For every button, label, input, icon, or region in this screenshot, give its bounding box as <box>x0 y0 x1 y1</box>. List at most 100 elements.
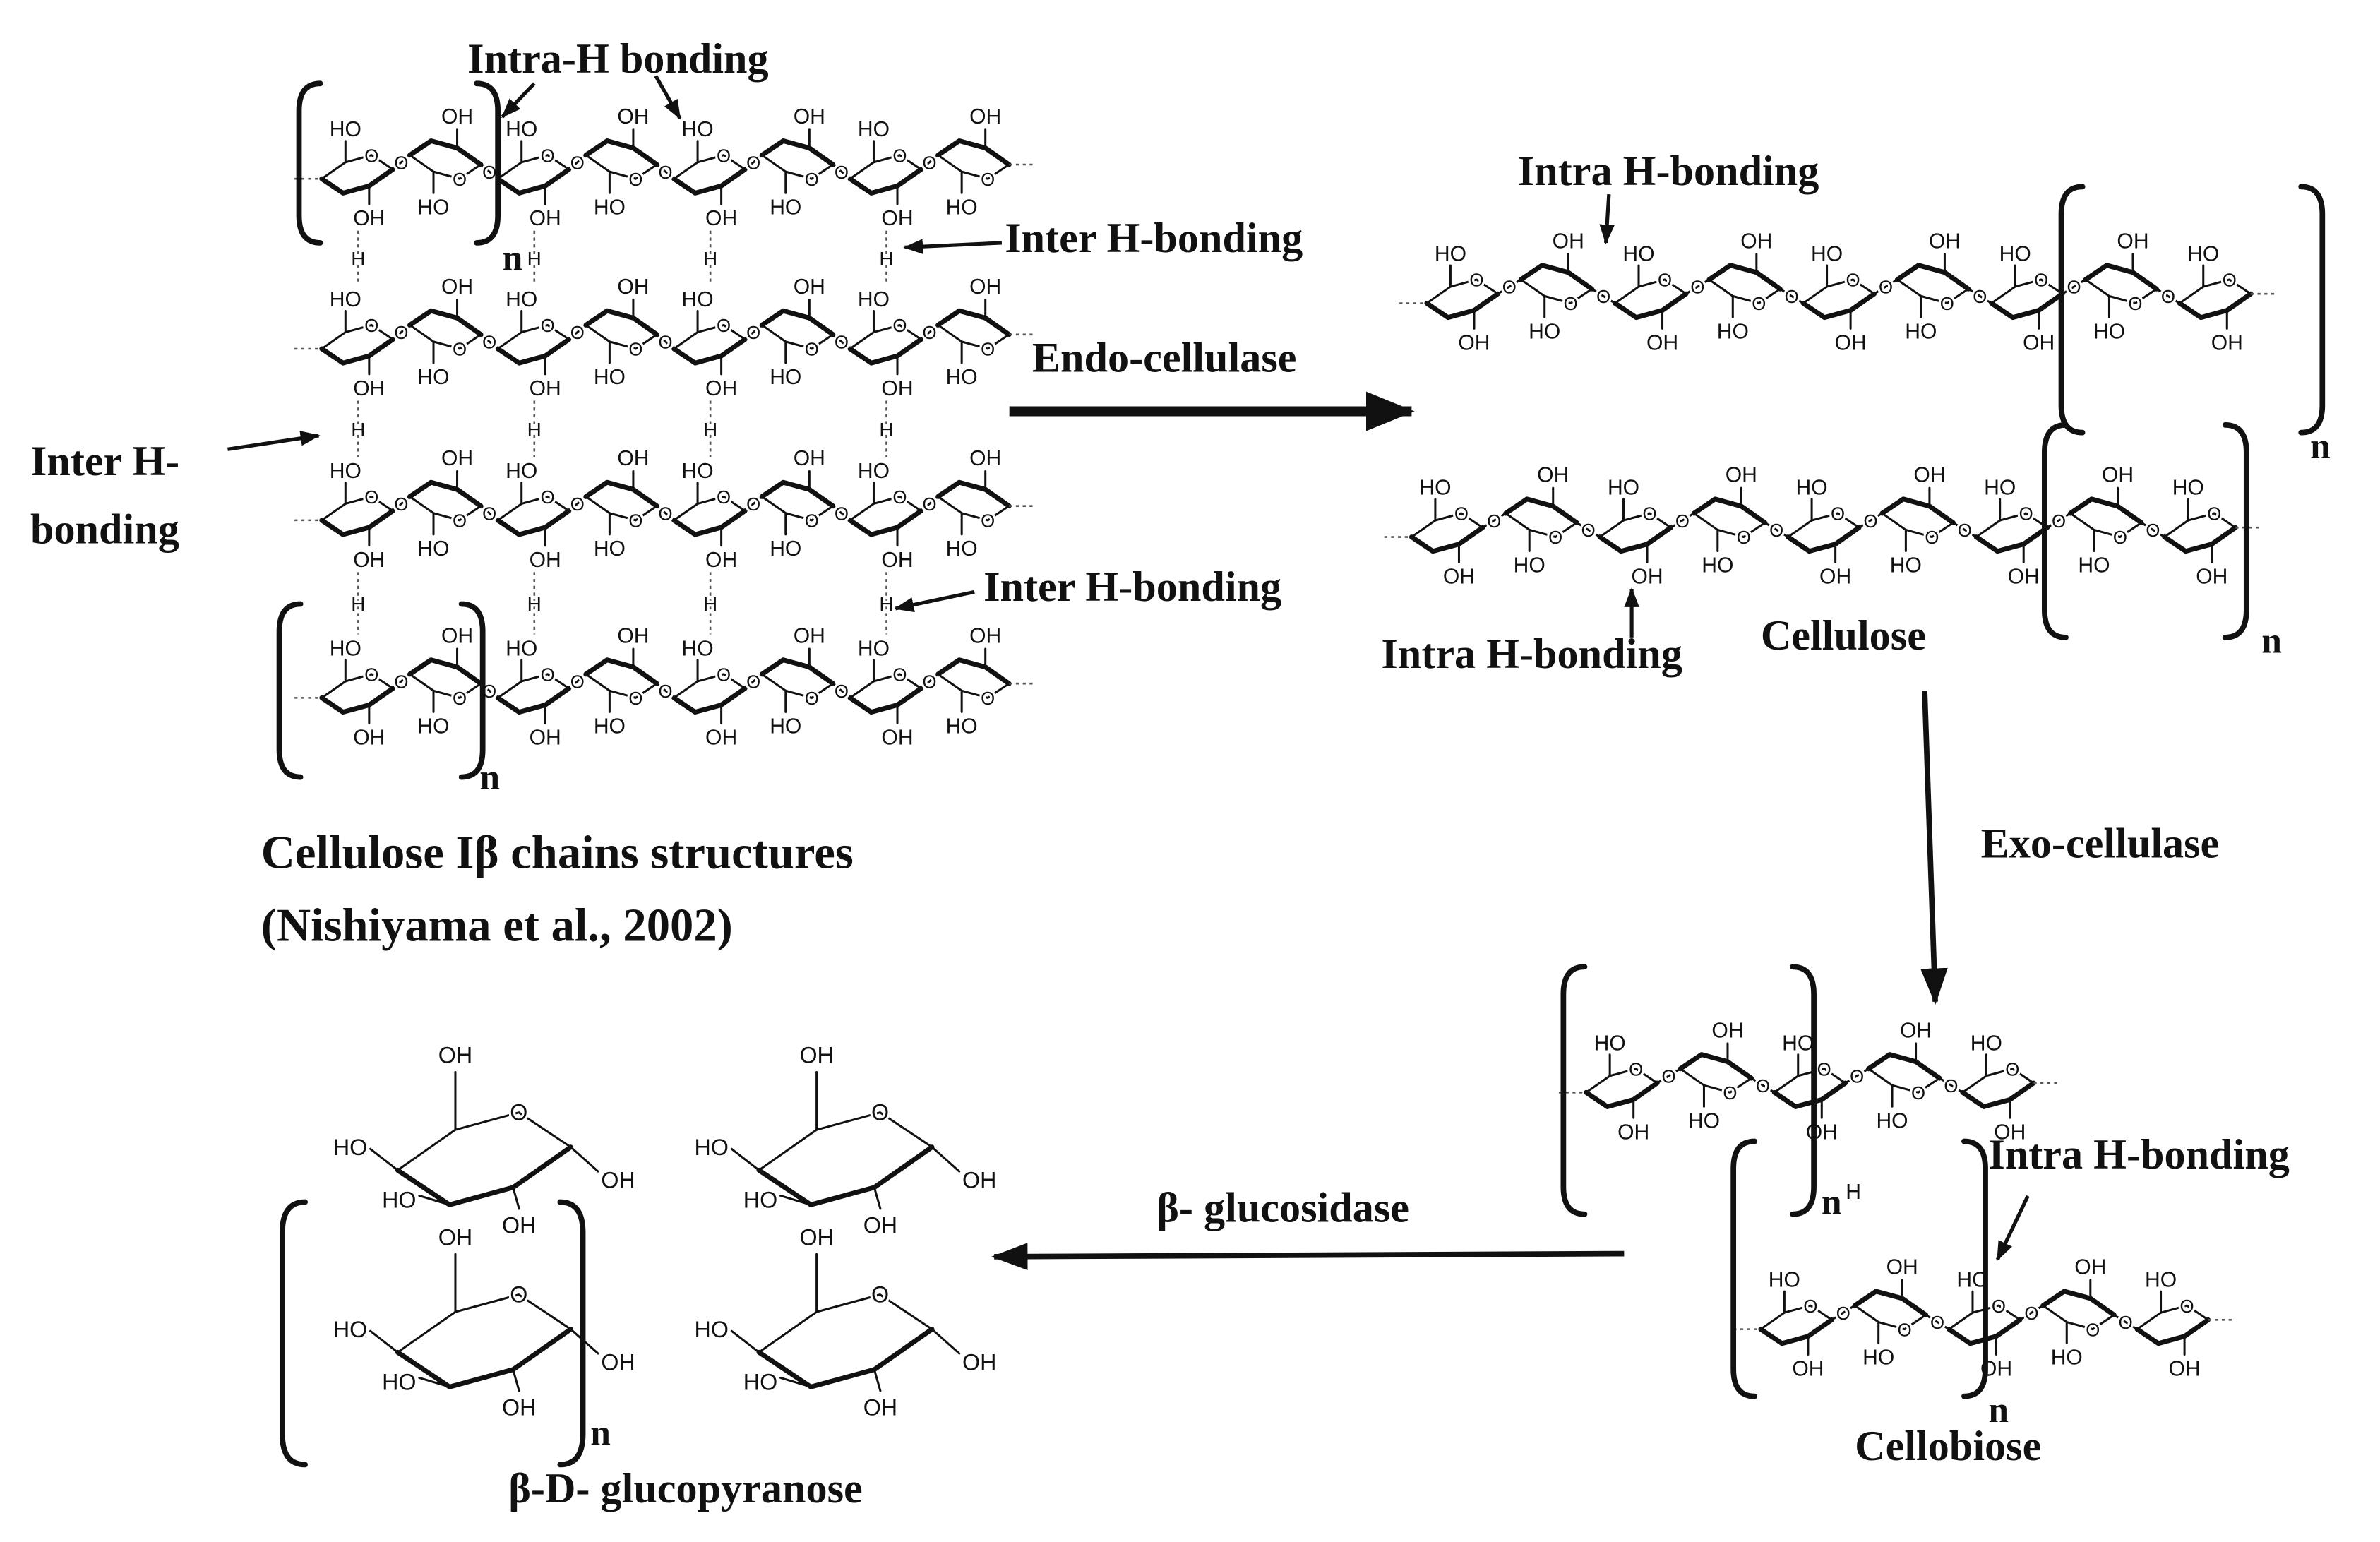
hydroxyl-label: OH <box>1886 1256 1918 1279</box>
glycosidic-oxygen-label: O <box>1596 287 1610 307</box>
hydroxyl-label: OH <box>881 726 913 749</box>
ring-front-edge <box>319 508 395 537</box>
reaction-arrows <box>991 391 1948 1270</box>
ring-oxygen-label: O <box>1803 1297 1817 1317</box>
ring-oxygen-label: O <box>2034 271 2048 291</box>
ring-front-edge <box>1771 1080 1848 1109</box>
hydroxyl-label: HO <box>1529 321 1560 344</box>
glycosidic-bond <box>743 323 763 341</box>
glycosidic-oxygen-label: O <box>2052 512 2066 532</box>
glycosidic-bond <box>2019 1304 2045 1321</box>
bracket-right <box>2298 184 2326 436</box>
hydroxyl-label: HO <box>333 1135 367 1160</box>
hydroxyl-label: OH <box>601 1168 635 1193</box>
ring-oxygen-label: O <box>1898 1320 1912 1340</box>
glycosidic-oxygen-label: O <box>570 495 585 515</box>
inter-h-bonding-label-line-2: bonding <box>30 506 179 554</box>
ring-oxygen-label: O <box>1940 294 1954 314</box>
ring-front-edge <box>756 1144 935 1207</box>
ring-front-edge <box>319 167 395 196</box>
glycosidic-oxygen-label: O <box>1863 512 1877 532</box>
bracket-right <box>557 1199 586 1468</box>
glycosidic-bond <box>2140 521 2166 539</box>
hydrogen-label: H <box>879 248 893 270</box>
cellobiose-label: Cellobiose <box>1855 1423 2041 1470</box>
ring-oxygen-label: O <box>805 689 819 709</box>
ring-oxygen-label: O <box>871 1099 889 1125</box>
hydroxyl-label: OH <box>1711 1019 1743 1042</box>
hydrogen-label: H <box>351 419 365 441</box>
ring-oxygen-label: O <box>364 146 378 166</box>
hydroxyl-label: HO <box>1890 554 1922 578</box>
glycosidic-oxygen-label: O <box>835 163 849 183</box>
ring-front-edge <box>1879 496 1956 525</box>
ring-front-edge <box>2040 1289 2117 1317</box>
glycosidic-bond <box>1844 1068 1870 1084</box>
ring-oxygen-label: O <box>717 316 731 336</box>
ring-front-edge <box>1989 291 2065 321</box>
hydroxyl-label: OH <box>2008 566 2040 589</box>
glycosidic-oxygen-label: O <box>658 163 672 183</box>
hydroxyl-label: OH <box>1537 464 1569 487</box>
molecular-structures: OHOOHOOOHHOOOHOOHOOOHHOOOHOOHOOOHHOOOHOO… <box>294 103 2278 1423</box>
ring-oxygen-label: O <box>364 666 378 686</box>
hydroxyl-label: OH <box>969 624 1001 647</box>
hydroxyl-label: HO <box>1811 243 1843 266</box>
hydroxyl-label: OH <box>617 275 649 299</box>
glycosidic-oxygen-label: O <box>1958 521 1972 541</box>
hydroxyl-label: OH <box>617 624 649 647</box>
glycosidic-bond <box>655 163 676 180</box>
ring-front-edge <box>583 479 659 509</box>
ring-oxygen-label: O <box>541 316 555 336</box>
glycosidic-oxygen-label: O <box>923 673 937 693</box>
hydroxyl-label: HO <box>1769 1269 1800 1292</box>
glycosidic-bond <box>743 673 763 690</box>
hydroxyl-label: HO <box>417 196 449 219</box>
glycosidic-bond <box>920 323 940 341</box>
ring-front-edge <box>1973 525 2050 554</box>
repeat-unit-labels: n n n n n H n n <box>479 239 2330 1454</box>
hydroxyl-label: OH <box>353 726 385 749</box>
hydrogen-label: H <box>1846 1181 1861 1204</box>
hydroxyl-label: HO <box>333 1317 367 1342</box>
glycosidic-oxygen-label: O <box>482 504 496 524</box>
glycosidic-bond <box>1873 278 1898 295</box>
hydroxyl-label: HO <box>594 366 626 389</box>
hydroxyl-label: OH <box>441 447 473 470</box>
glycosidic-oxygen-label: O <box>570 673 585 693</box>
glycosidic-bond <box>2061 278 2087 295</box>
hydroxyl-label: HO <box>1608 477 1639 500</box>
hydroxyl-label: OH <box>794 624 825 647</box>
hydroxyl-label: HO <box>1782 1032 1814 1055</box>
glycosidic-bond <box>832 505 851 522</box>
glycosidic-bond <box>479 163 499 180</box>
glycosidic-oxygen-label: O <box>1662 1068 1676 1087</box>
glycosidic-oxygen-label: O <box>746 495 760 515</box>
glycosidic-bond <box>1830 1304 1856 1321</box>
hydrogen-label: H <box>351 248 365 270</box>
hydroxyl-label: OH <box>1458 331 1490 354</box>
ring-front-edge <box>1706 263 1783 292</box>
beta-glucosidase-arrow <box>991 1243 1625 1270</box>
glycosidic-bond <box>1481 512 1507 529</box>
hydroxyl-label: OH <box>794 105 825 128</box>
glycosidic-bond <box>1750 1077 1776 1094</box>
hydrogen-label: H <box>703 593 717 615</box>
endo-cellulase-label: Endo-cellulase <box>1032 335 1297 382</box>
repeat-brackets <box>276 80 2326 1468</box>
ring-front-edge <box>1678 1052 1754 1081</box>
hydroxyl-label: HO <box>382 1188 416 1213</box>
ring-front-edge <box>935 479 1012 509</box>
glycosidic-bond <box>1670 512 1695 529</box>
intra-h-bonding-label: Intra-H bonding <box>467 35 768 83</box>
ring-front-edge <box>756 1327 935 1389</box>
hydroxyl-label: OH <box>962 1350 996 1375</box>
ring-front-edge <box>319 337 395 366</box>
hydroxyl-label: HO <box>382 1370 416 1395</box>
ring-front-edge <box>1800 291 1877 321</box>
ring-front-edge <box>1584 1080 1660 1109</box>
hydrogen-label: H <box>879 419 893 441</box>
